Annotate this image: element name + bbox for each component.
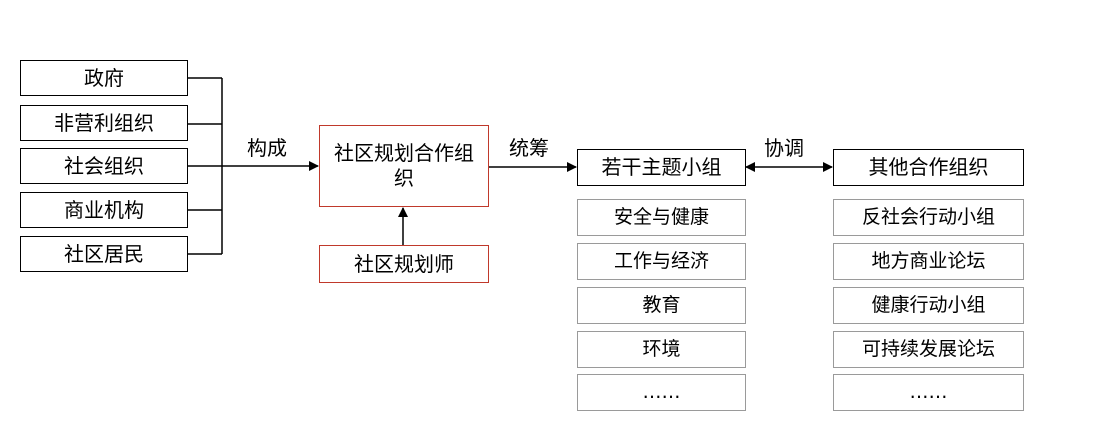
participant-business: 商业机构 <box>20 192 188 228</box>
partner-item: …… <box>833 374 1024 411</box>
participant-residents: 社区居民 <box>20 236 188 272</box>
participant-social-org: 社会组织 <box>20 148 188 184</box>
topic-groups-title: 若干主题小组 <box>577 149 746 186</box>
topic-group-item: 安全与健康 <box>577 199 746 236</box>
partner-item: 地方商业论坛 <box>833 243 1024 280</box>
edge-label-coordinate-mutual: 协调 <box>764 136 804 160</box>
participant-nonprofit: 非营利组织 <box>20 105 188 141</box>
participant-government: 政府 <box>20 60 188 96</box>
topic-group-item: 工作与经济 <box>577 243 746 280</box>
participants-bracket <box>188 77 223 255</box>
partner-item: 可持续发展论坛 <box>833 331 1024 368</box>
partners-title: 其他合作组织 <box>833 149 1024 186</box>
edge-label-coordinate-overall: 统筹 <box>509 136 549 160</box>
community-planner: 社区规划师 <box>319 245 489 283</box>
partner-item: 健康行动小组 <box>833 287 1024 324</box>
community-planning-org: 社区规划合作组织 <box>319 125 489 207</box>
edge-label-compose: 构成 <box>247 136 287 160</box>
topic-group-item: 环境 <box>577 331 746 368</box>
partner-item: 反社会行动小组 <box>833 199 1024 236</box>
topic-group-item: 教育 <box>577 287 746 324</box>
topic-group-item: …… <box>577 374 746 411</box>
